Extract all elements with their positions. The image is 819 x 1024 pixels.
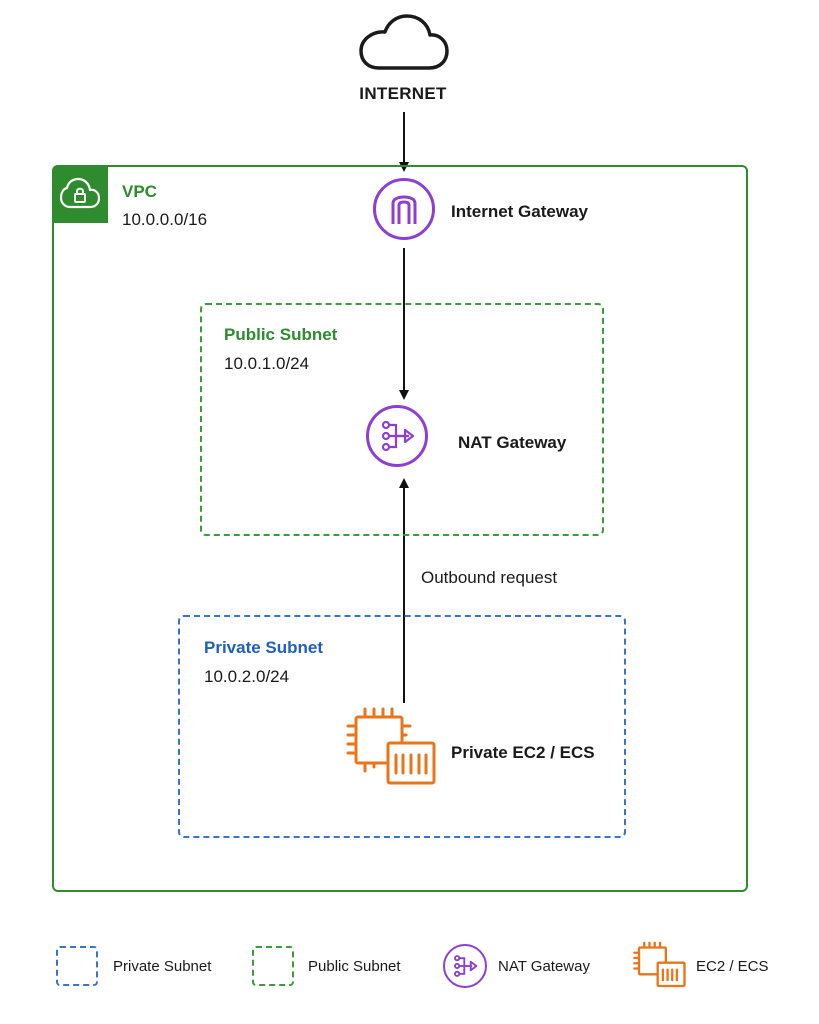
- cloud-icon: [357, 12, 449, 79]
- legend-public-subnet-swatch: [252, 946, 294, 986]
- public-subnet-cidr: 10.0.1.0/24: [224, 354, 310, 373]
- public-subnet-title: Public Subnet: [224, 325, 338, 344]
- private-subnet-container: [178, 615, 626, 838]
- outbound-request-label: Outbound request: [421, 568, 558, 587]
- internet-label: INTERNET: [359, 84, 447, 103]
- private-subnet-cidr: 10.0.2.0/24: [204, 667, 290, 686]
- private-subnet-title: Private Subnet: [204, 638, 324, 657]
- cloud-lock-icon: [60, 177, 100, 209]
- vpc-container: [52, 165, 748, 892]
- public-subnet-container: [200, 303, 604, 536]
- legend-ec2-ecs-icon: [632, 940, 688, 995]
- legend-public-subnet-label: Public Subnet: [308, 958, 401, 975]
- vpc-cidr: 10.0.0.0/16: [122, 210, 208, 229]
- legend-nat-gateway-label: NAT Gateway: [498, 958, 590, 975]
- nat-gateway-label: NAT Gateway: [458, 433, 567, 452]
- nat-gateway-icon: [366, 405, 428, 467]
- vpc-badge: [52, 165, 108, 223]
- legend-private-subnet-label: Private Subnet: [113, 958, 212, 975]
- ec2-ecs-icon: [344, 705, 440, 794]
- legend-nat-gateway-icon: [443, 944, 487, 988]
- legend-private-subnet-swatch: [56, 946, 98, 986]
- compute-label: Private EC2 / ECS: [451, 743, 595, 762]
- internet-gateway-icon: [373, 178, 435, 240]
- legend-ec2-ecs-label: EC2 / ECS: [696, 958, 769, 975]
- vpc-title: VPC: [122, 182, 157, 201]
- internet-gateway-label: Internet Gateway: [451, 202, 588, 221]
